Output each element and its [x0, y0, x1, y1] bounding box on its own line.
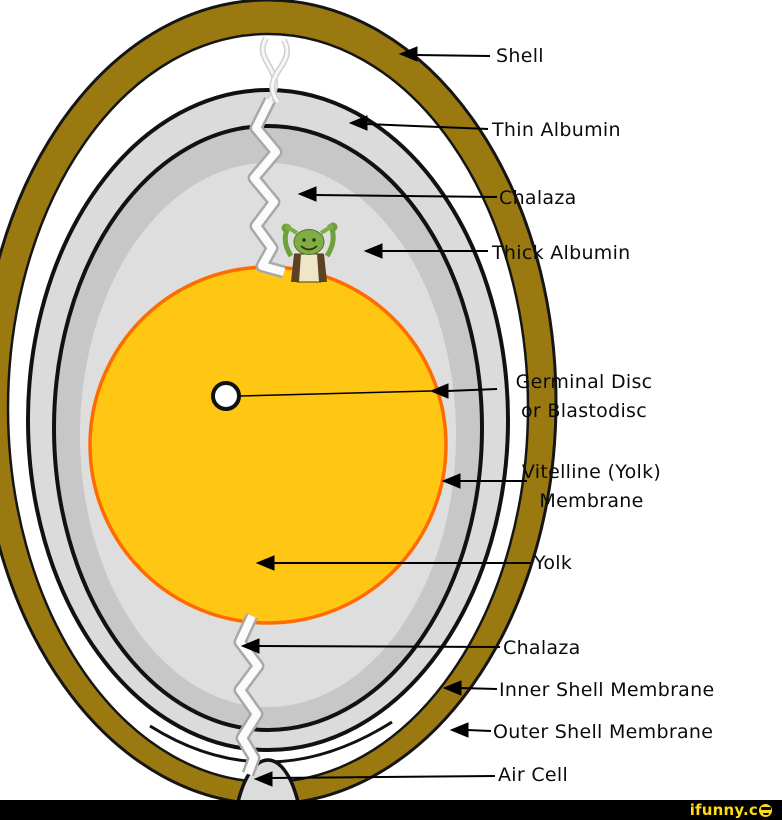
arrow-yolk	[255, 555, 531, 571]
label-germinal-disc-line1: Germinal Disc	[515, 371, 653, 393]
arrow-thick-albumin	[363, 243, 488, 259]
label-shell: Shell	[496, 45, 544, 67]
arrow-outer-shell-membrane	[449, 722, 492, 738]
arrow-inner-shell-membrane	[442, 680, 498, 696]
label-yolk: Yolk	[534, 552, 573, 574]
arrow-shell	[398, 46, 491, 62]
shrek-sticker	[281, 222, 338, 283]
arrow-chalaza-bottom	[240, 638, 501, 654]
egg-diagram	[0, 0, 558, 800]
label-air-cell: Air Cell	[498, 764, 569, 786]
label-chalaza-bottom: Chalaza	[503, 637, 581, 659]
ifunny-watermark-bar: ifunny.c	[0, 800, 782, 820]
cool-face-icon	[759, 803, 772, 817]
label-outer-shell-membrane: Outer Shell Membrane	[493, 721, 714, 743]
arrow-germinal-disc	[238, 383, 498, 399]
label-arrows	[238, 46, 531, 787]
shrek-right-ear-tip	[327, 224, 333, 230]
label-chalaza-top: Chalaza	[499, 187, 577, 209]
shrek-vest-left	[291, 254, 301, 282]
shrek-eye	[302, 238, 306, 242]
label-vitelline-line1: Vitelline (Yolk)	[521, 461, 662, 483]
germinal-disc	[211, 381, 241, 411]
label-vitelline-membrane: Vitelline (Yolk) Membrane	[494, 458, 689, 517]
shrek-head	[293, 229, 325, 255]
shrek-smile	[300, 245, 318, 251]
arrow-vitelline-membrane	[441, 473, 527, 489]
label-germinal-disc-line2: or Blastodisc	[521, 400, 647, 423]
shrek-left-ear-tip	[285, 224, 291, 230]
yolk-circle	[90, 267, 446, 623]
arrow-thin-albumin	[348, 115, 489, 131]
ifunny-logo-text: ifunny.c	[689, 801, 758, 819]
chalaza-top	[247, 36, 290, 279]
shrek-vest-right	[317, 254, 327, 282]
shrek-eye	[312, 238, 316, 242]
label-thick-albumin: Thick Albumin	[492, 242, 631, 264]
label-vitelline-line2: Membrane	[539, 490, 644, 513]
label-thin-albumin: Thin Albumin	[492, 119, 621, 141]
arrow-chalaza-top	[297, 186, 498, 202]
arrow-air-cell	[253, 771, 496, 787]
label-inner-shell-membrane: Inner Shell Membrane	[499, 679, 715, 701]
label-germinal-disc: Germinal Disc or Blastodisc	[494, 368, 674, 427]
